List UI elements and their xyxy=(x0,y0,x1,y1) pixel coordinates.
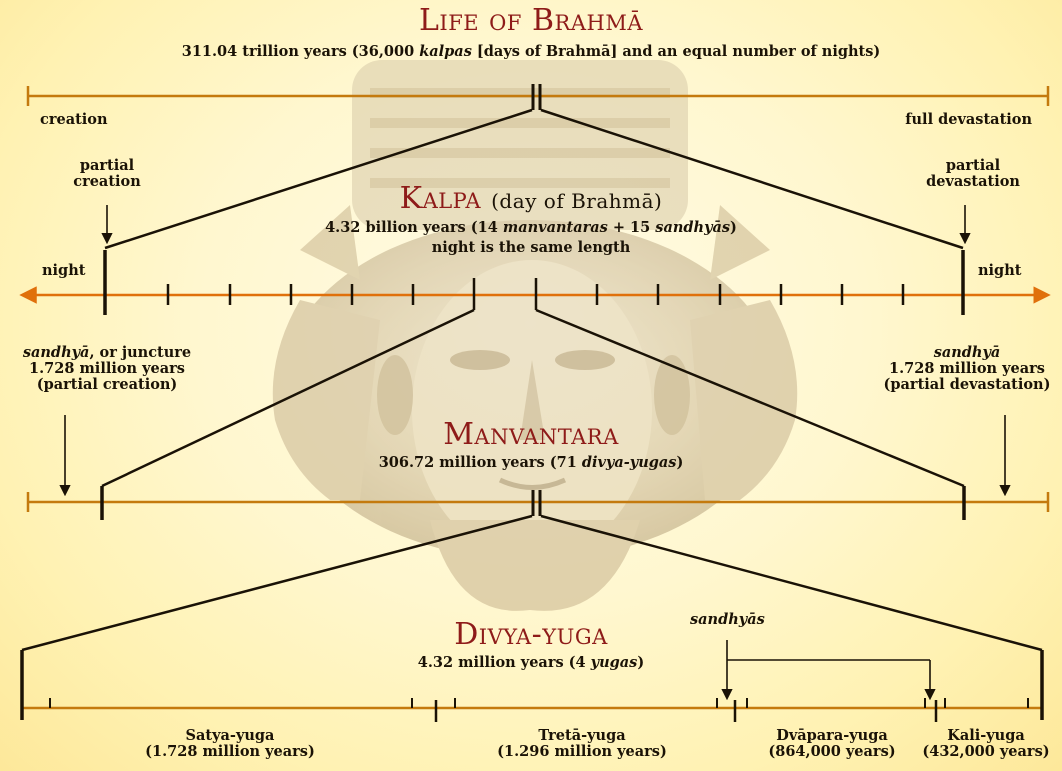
yuga-name: Tretā-yuga xyxy=(482,728,682,744)
yuga-dvapara: Dvāpara-yuga (864,000 years) xyxy=(752,728,912,760)
divya-yuga-duration: 4.32 million years (4 yugas) xyxy=(0,655,1062,671)
life-timeline xyxy=(28,84,1048,110)
sandhya-note-right: sandhyā 1.728 million years (partial dev… xyxy=(872,345,1062,394)
sandhya-boundary-ticks xyxy=(50,698,1028,708)
yuga-kali: Kali-yuga (432,000 years) xyxy=(912,728,1060,760)
full-devastation-label: full devastation xyxy=(905,112,1032,128)
yuga-years: (432,000 years) xyxy=(912,744,1060,760)
manvantara-timeline xyxy=(28,486,1048,520)
yuga-satya: Satya-yuga (1.728 million years) xyxy=(130,728,330,760)
life-duration-text: 311.04 trillion years (36,000 xyxy=(182,43,419,60)
kalpa-night-note: night is the same length xyxy=(0,240,1062,256)
night-label-right: night xyxy=(978,263,1021,279)
kalpa-title-sub: (day of Brahmā) xyxy=(491,189,662,213)
kalpa-title-text: Kalpa xyxy=(400,181,481,216)
yuga-treta: Tretā-yuga (1.296 million years) xyxy=(482,728,682,760)
life-title: Life of Brahmā xyxy=(0,4,1062,38)
life-duration: 311.04 trillion years (36,000 kalpas [da… xyxy=(0,44,1062,60)
life-duration-kalpas: kalpas xyxy=(419,43,472,60)
yuga-name: Dvāpara-yuga xyxy=(752,728,912,744)
yuga-years: (1.728 million years) xyxy=(130,744,330,760)
yuga-boundary-ticks xyxy=(436,700,936,722)
sandhyas-label: sandhyās xyxy=(690,612,765,628)
manvantara-title: Manvantara xyxy=(0,418,1062,452)
sandhya-note-left: sandhyā, or juncture 1.728 million years… xyxy=(2,345,212,394)
yuga-name: Kali-yuga xyxy=(912,728,1060,744)
partial-devastation-line1: partial xyxy=(918,158,1028,174)
life-duration-text-end: [days of Brahmā] and an equal number of … xyxy=(472,43,880,60)
kalpa-timeline xyxy=(28,250,1042,315)
manvantara-duration: 306.72 million years (71 divya-yugas) xyxy=(0,455,1062,471)
creation-label: creation xyxy=(40,112,108,128)
divya-yuga-title: Divya-yuga xyxy=(0,618,1062,652)
kalpa-title: Kalpa (day of Brahmā) xyxy=(0,182,1062,216)
night-label-left: night xyxy=(42,263,85,279)
yuga-name: Satya-yuga xyxy=(130,728,330,744)
yuga-years: (1.296 million years) xyxy=(482,744,682,760)
yuga-years: (864,000 years) xyxy=(752,744,912,760)
partial-creation-line1: partial xyxy=(52,158,162,174)
kalpa-duration: 4.32 billion years (14 manvantaras + 15 … xyxy=(0,220,1062,236)
